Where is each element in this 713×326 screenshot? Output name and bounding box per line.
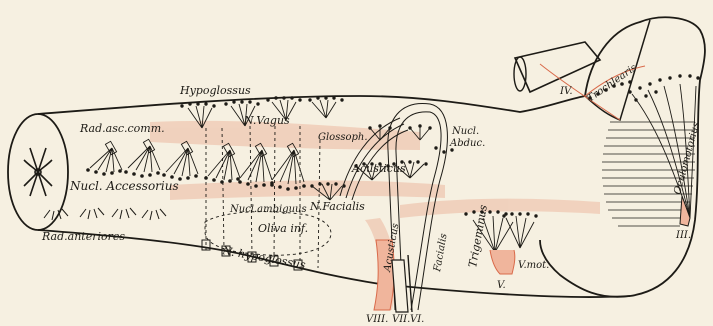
trochlear-tube-end bbox=[514, 57, 526, 91]
spinal-gray-matter bbox=[24, 148, 52, 196]
label-v-mot: V.mot. bbox=[518, 260, 549, 271]
oculomotor-nucleus-cells bbox=[628, 74, 699, 101]
label-vi: VI. bbox=[410, 314, 424, 325]
label-viii: VIII. bbox=[366, 314, 388, 325]
label-nucl-abduc-1: Nucl. bbox=[451, 126, 479, 137]
label-iii: III. bbox=[675, 230, 691, 241]
label-v: V. bbox=[497, 280, 506, 291]
label-n-vagus: N.Vagus bbox=[243, 114, 290, 127]
label-iv: IV. bbox=[559, 86, 573, 97]
label-oliva-inf: Oliva inf. bbox=[258, 222, 308, 235]
label-nucl-accessorius: Nucl. Accessorius bbox=[69, 179, 179, 193]
upper-contour bbox=[38, 96, 585, 114]
label-glossoph: Glossoph. bbox=[318, 132, 368, 143]
label-trigeminus: Trigeminus bbox=[466, 203, 490, 268]
label-acusticus-upper: Acusticus bbox=[351, 162, 406, 175]
label-nucl-ambiguus: Nucl.ambiguus bbox=[229, 204, 307, 215]
label-hypoglossus-top: Hypoglossus bbox=[179, 84, 251, 97]
midbrain-block bbox=[540, 17, 705, 297]
label-facialis: Facialis bbox=[432, 233, 450, 274]
anterior-roots bbox=[44, 208, 166, 220]
red-shading bbox=[150, 121, 600, 310]
label-n-facialis: N.Facialis bbox=[309, 200, 365, 213]
label-rad-asc-comm: Rad.asc.comm. bbox=[79, 122, 165, 135]
label-n-hypoglossus: N. hypoglossus bbox=[220, 244, 306, 272]
nerve-vi-root bbox=[408, 255, 412, 312]
label-vii: VII. bbox=[392, 314, 410, 325]
label-nucl-abduc-2: Abduc. bbox=[449, 138, 485, 149]
trigeminal-root bbox=[490, 250, 515, 274]
label-rad-anteriores: Rad.anteriores bbox=[41, 230, 125, 243]
